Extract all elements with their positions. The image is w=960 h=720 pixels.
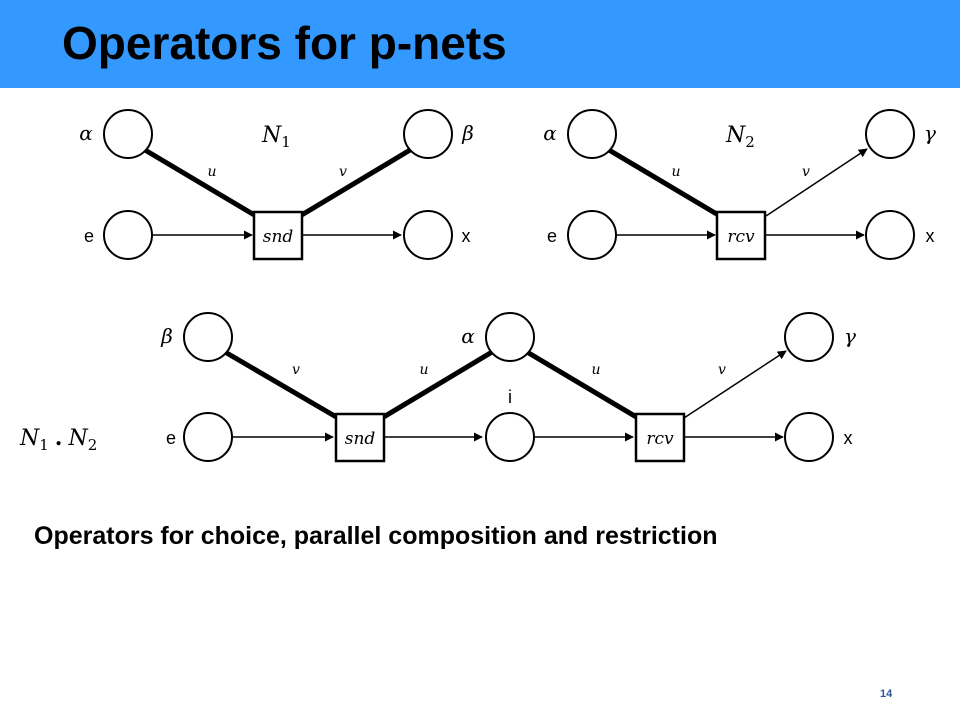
n2-place-gamma bbox=[865, 109, 915, 159]
n2-label-e: e bbox=[547, 226, 557, 246]
n1-label-e: e bbox=[84, 226, 94, 246]
c-edge-label-4: v bbox=[718, 362, 726, 378]
net-n2: rcv α γ e x u v N2 bbox=[543, 109, 936, 261]
c-transition-label-snd: snd bbox=[345, 429, 376, 449]
c-arc-rcv-gamma bbox=[683, 350, 787, 419]
c-arc-snd-alpha bbox=[380, 349, 494, 421]
n1-label-x: x bbox=[462, 226, 471, 246]
n1-edge-label-u: u bbox=[207, 164, 216, 180]
n1-arc-snd-beta bbox=[298, 147, 412, 219]
n2-name: N2 bbox=[725, 123, 755, 151]
c-place-i bbox=[485, 412, 535, 462]
n1-transition-label: snd bbox=[263, 227, 294, 247]
c-transition-snd bbox=[334, 412, 386, 463]
slide-caption: Operators for choice, parallel compositi… bbox=[34, 522, 718, 550]
c-transition-label-rcv: rcv bbox=[646, 429, 674, 449]
n1-edge-label-v: v bbox=[339, 164, 347, 180]
c-arc-beta-snd bbox=[223, 349, 340, 421]
n1-place-e bbox=[103, 210, 153, 260]
n1-place-beta bbox=[403, 109, 453, 159]
n2-transition-rcv bbox=[715, 210, 767, 261]
n2-label-x: x bbox=[926, 226, 935, 246]
n1-place-alpha bbox=[103, 109, 153, 159]
n1-arc-alpha-snd bbox=[143, 147, 258, 219]
c-place-gamma bbox=[784, 312, 834, 362]
n2-arc-alpha-rcv bbox=[607, 147, 722, 219]
c-edge-label-1: v bbox=[292, 362, 300, 378]
n1-label-alpha: α bbox=[79, 121, 93, 145]
n2-transition-label: rcv bbox=[727, 227, 755, 247]
c-label-i: i bbox=[508, 387, 512, 407]
c-place-beta bbox=[183, 312, 233, 362]
c-label-x: x bbox=[844, 428, 853, 448]
c-label-alpha: α bbox=[461, 324, 475, 348]
title-bar bbox=[0, 0, 960, 88]
n2-label-alpha: α bbox=[543, 121, 557, 145]
n1-place-x bbox=[403, 210, 453, 260]
n1-transition-snd bbox=[252, 210, 304, 261]
n2-label-gamma: γ bbox=[924, 121, 936, 145]
c-label-e: e bbox=[166, 428, 176, 448]
n2-place-alpha bbox=[567, 109, 617, 159]
c-label-beta: β bbox=[160, 324, 173, 348]
n2-arc-rcv-gamma bbox=[765, 148, 868, 217]
c-place-alpha bbox=[485, 312, 535, 362]
net-n1: snd α β e x u v N1 bbox=[79, 109, 474, 261]
n2-place-e bbox=[567, 210, 617, 260]
slide-title: Operators for p-nets bbox=[62, 17, 507, 69]
c-edge-label-2: u bbox=[419, 362, 428, 378]
c-place-e bbox=[183, 412, 233, 462]
composed-net-name: N1.N2 bbox=[19, 425, 97, 454]
c-transition-rcv bbox=[634, 412, 686, 463]
c-place-x bbox=[784, 412, 834, 462]
c-label-gamma: γ bbox=[844, 324, 856, 348]
n1-label-beta: β bbox=[461, 121, 474, 145]
n2-place-x bbox=[865, 210, 915, 260]
net-composed: snd rcv β α γ e i x v u u v N1.N2 bbox=[19, 312, 856, 463]
n1-name: N1 bbox=[261, 123, 291, 151]
n2-edge-label-u: u bbox=[671, 164, 680, 180]
c-edge-label-3: u bbox=[591, 362, 600, 378]
page-number: 14 bbox=[880, 688, 893, 700]
c-arc-alpha-rcv bbox=[525, 349, 640, 421]
n2-edge-label-v: v bbox=[802, 164, 810, 180]
